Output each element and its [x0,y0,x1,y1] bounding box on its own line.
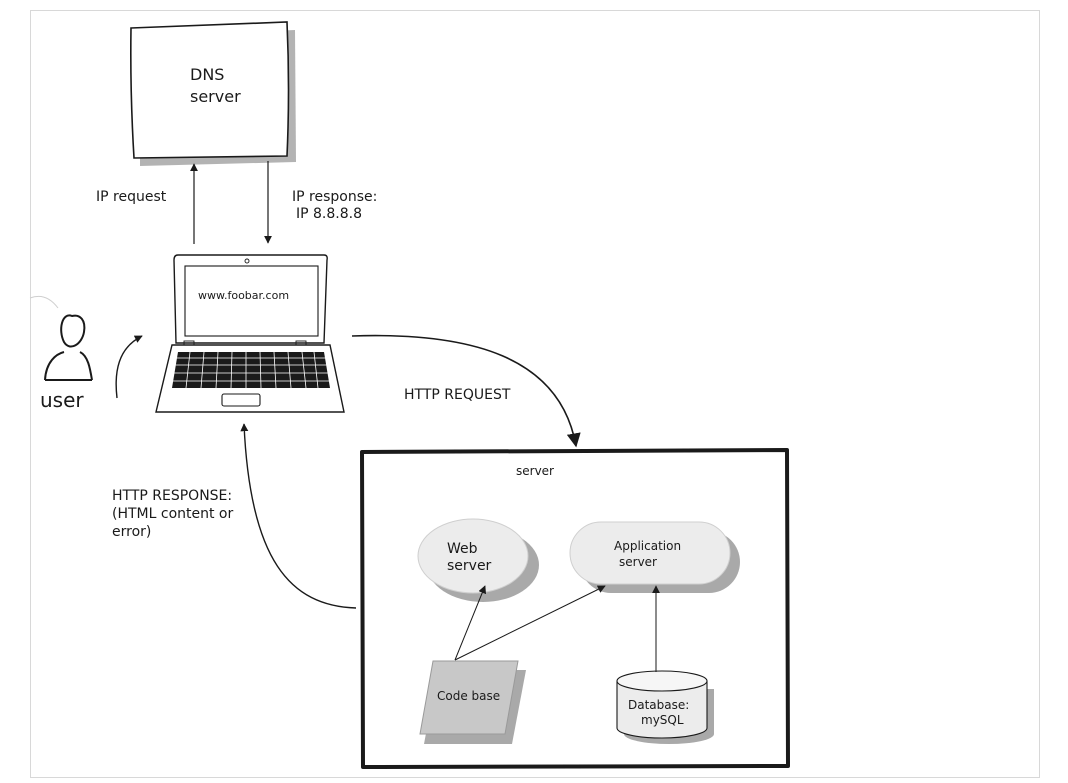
database-node: Database: mySQL [616,670,714,744]
laptop-url-text: www.foobar.com [198,289,289,302]
server-title: server [516,464,554,478]
web-server-label-line1: Web [447,541,478,557]
code-base-node: Code base [419,660,526,744]
database-label-line2: mySQL [641,713,684,727]
application-server-label-line2: server [619,555,657,569]
application-server-label-line1: Application [614,539,681,553]
http-response-label-line2: (HTML content or [112,506,233,522]
dns-label-line1: DNS [190,65,224,84]
database-label-line1: Database: [628,698,689,712]
user-icon: user [29,295,93,412]
web-server-node: Web server [417,518,539,602]
http-request-arrow [351,334,581,448]
code-to-web-server-arrow [454,585,487,661]
code-base-label: Code base [437,689,500,703]
http-response-label-line1: HTTP RESPONSE: [112,488,232,504]
application-server-node: Application server [569,521,740,593]
ip-response-label-line2: IP 8.8.8.8 [296,206,362,222]
code-to-application-server-arrow [454,585,606,661]
ip-request-label: IP request [96,189,167,205]
diagram-frame [30,10,1040,778]
user-to-laptop-arrow [115,335,143,399]
laptop-icon: www.foobar.com [155,254,345,413]
http-request-label: HTTP REQUEST [404,387,511,403]
dns-server-node: DNS server [130,21,296,166]
dns-label-line2: server [190,87,241,106]
ip-response-label-line1: IP response: [292,189,377,205]
http-response-label-line3: error) [112,524,151,540]
web-server-label-line2: server [447,558,492,574]
http-response-arrow [240,423,357,609]
user-label: user [40,388,84,412]
